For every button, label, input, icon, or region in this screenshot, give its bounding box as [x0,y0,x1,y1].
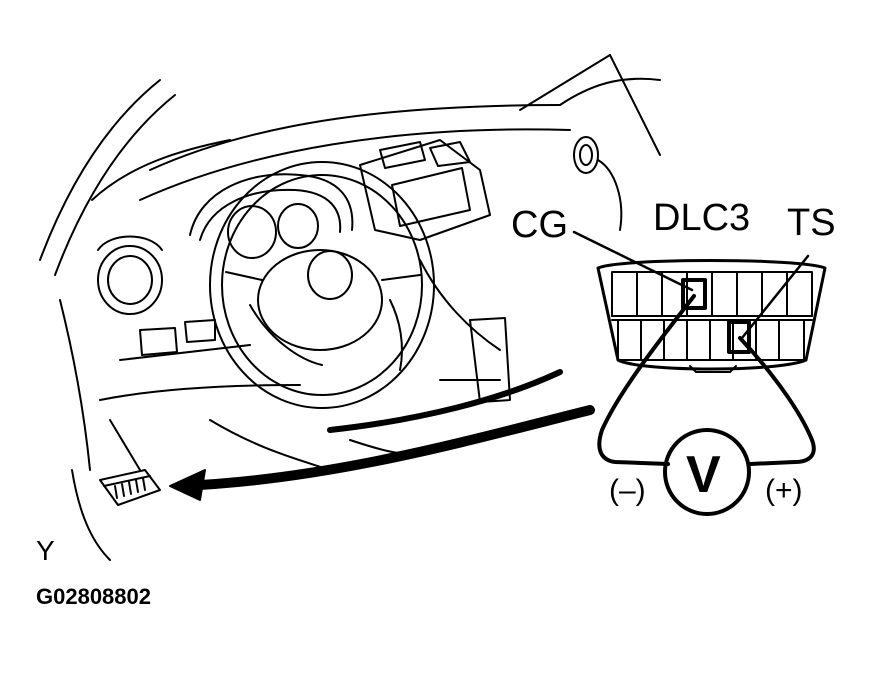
dlc3-connector-detail [596,259,827,373]
dlc3-connector-label: DLC3 [653,197,751,239]
right-vent [573,136,623,231]
left-vent [97,235,163,315]
voltmeter-icon [663,428,751,516]
ts-terminal-label: TS [787,202,836,244]
voltmeter-symbol: V [686,446,721,504]
instrument-cluster [189,173,354,259]
negative-probe-label: (–) [609,474,646,507]
positive-probe-label: (+) [765,474,803,507]
location-arrow [169,369,595,501]
steering-wheel [209,161,435,409]
dlc3-location-connector [99,469,161,506]
view-letter-label: Y [36,535,55,566]
figure-code-label: G02808802 [36,584,151,609]
leader-lines [572,230,810,340]
cg-terminal-label: CG [511,204,568,246]
voltmeter-wiring [597,294,816,516]
center-console [359,139,491,241]
a-pillar-left [39,79,231,276]
dashboard-top [139,54,661,201]
